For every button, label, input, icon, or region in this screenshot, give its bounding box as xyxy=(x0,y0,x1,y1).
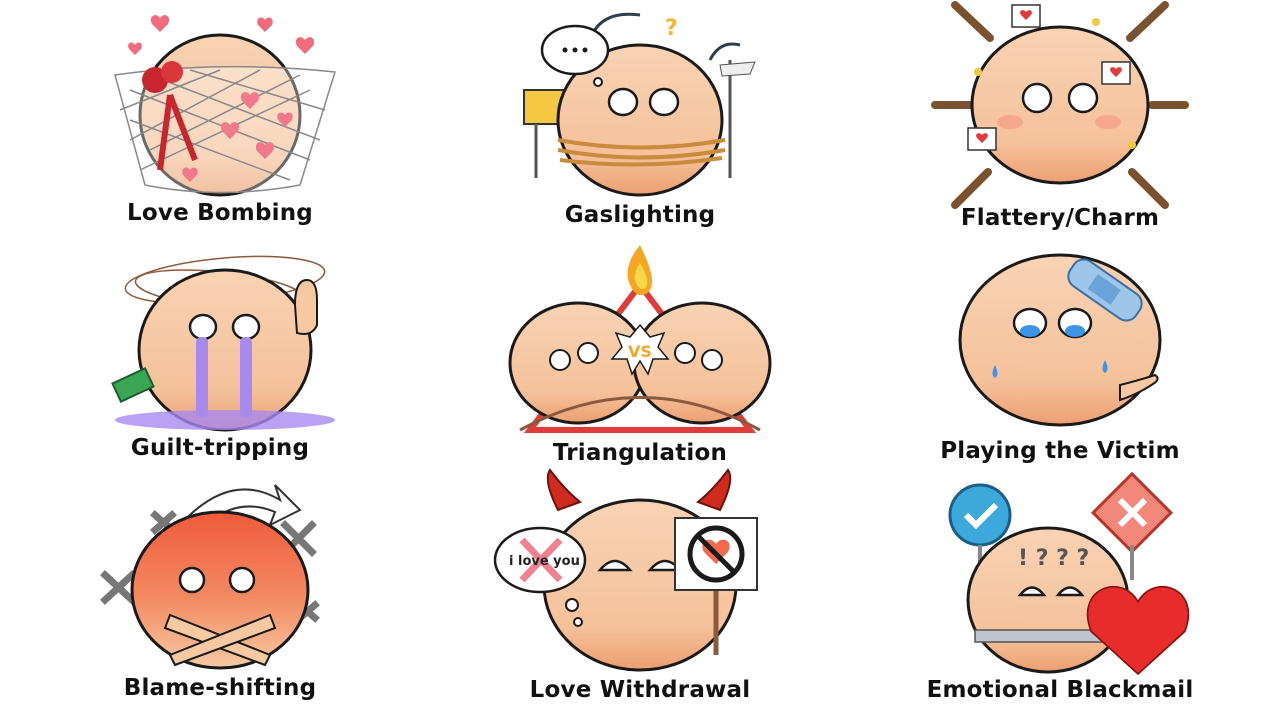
vs-burst-icon: VS xyxy=(610,323,670,376)
emotional-blackmail-card: ! ? ? ? Emotional Blackmail xyxy=(900,470,1220,710)
triangulation-card: VS Triangulation xyxy=(480,235,800,475)
character-face xyxy=(970,25,1150,185)
question-mark-icon: ? xyxy=(665,16,678,41)
rose-bouquet-icon xyxy=(142,61,198,171)
love-bombing-card: Love Bombing xyxy=(60,0,380,240)
star-icon xyxy=(974,18,1136,149)
guilt-tripping-illustration xyxy=(111,255,335,432)
worried-eyes xyxy=(1017,586,1085,597)
label-triangulation: Triangulation xyxy=(552,440,728,466)
label-blame-shifting: Blame-shifting xyxy=(123,675,317,701)
x-sign-icon xyxy=(1090,471,1174,580)
rope-icon xyxy=(557,138,726,167)
blame-shifting-illustration xyxy=(100,484,320,670)
question-marks-icon: ! ? ? ? xyxy=(1018,546,1089,571)
playing-victim-card: Playing the Victim xyxy=(900,235,1220,475)
eyes xyxy=(188,313,261,341)
eyes xyxy=(549,342,723,371)
label-emotional-blackmail: Emotional Blackmail xyxy=(926,677,1194,703)
big-heart-icon xyxy=(1086,585,1190,676)
floating-hearts-icon xyxy=(128,15,315,55)
tear-drops-icon xyxy=(992,325,1108,378)
gaslighting-illustration: ? xyxy=(523,12,756,197)
thought-bubble-icon: i love you xyxy=(493,526,587,627)
crying-tears-icon xyxy=(196,337,252,417)
emotional-blackmail-illustration: ! ? ? ? xyxy=(948,471,1190,676)
flattery-illustration xyxy=(931,1,1189,209)
love-bombing-illustration xyxy=(114,15,336,197)
label-playing-victim: Playing the Victim xyxy=(940,438,1180,464)
bandage-icon xyxy=(1067,258,1143,322)
basket-hearts-icon xyxy=(182,92,293,182)
heart-message-icon xyxy=(967,4,1131,151)
gaslighting-card: ? Gaslighting xyxy=(480,0,800,240)
label-love-withdrawal: Love Withdrawal xyxy=(529,677,751,703)
label-gaslighting: Gaslighting xyxy=(564,202,716,228)
raised-hand-icon xyxy=(293,278,318,335)
character-face xyxy=(958,253,1162,427)
guilt-tripping-card: Guilt-tripping xyxy=(60,235,380,475)
blush xyxy=(1095,115,1121,129)
thought-bubble-icon xyxy=(540,24,610,87)
character-face xyxy=(137,268,313,432)
love-withdrawal-card: i love you Love Withdrawal xyxy=(480,468,800,710)
flattery-charm-card: Flattery/Charm xyxy=(900,0,1220,240)
label-guilt-tripping: Guilt-tripping xyxy=(130,435,310,461)
vs-text: VS xyxy=(628,342,652,361)
check-sign-icon xyxy=(948,483,1012,580)
fire-icon xyxy=(627,245,652,295)
love-withdrawal-illustration: i love you xyxy=(493,468,758,672)
label-flattery-charm: Flattery/Charm xyxy=(960,205,1160,231)
blame-shifting-card: Blame-shifting xyxy=(60,470,380,710)
i-love-you-text: i love you xyxy=(509,554,580,569)
pointing-hands-icon xyxy=(931,1,1189,209)
tear-puddle xyxy=(115,410,335,430)
eyes xyxy=(1021,82,1099,114)
rope-icon xyxy=(519,396,761,432)
triangulation-illustration: VS xyxy=(508,245,772,433)
blush xyxy=(997,115,1023,129)
no-love-sign-icon xyxy=(674,517,758,655)
money-bill-icon xyxy=(111,367,155,403)
label-love-bombing: Love Bombing xyxy=(127,200,313,226)
devil-horns-icon xyxy=(546,468,732,512)
playing-victim-illustration xyxy=(958,253,1162,427)
angry-eyes xyxy=(178,566,256,594)
eyes xyxy=(607,87,680,117)
pointing-hand-icon xyxy=(1119,373,1159,402)
crossed-arms-icon xyxy=(163,613,277,667)
